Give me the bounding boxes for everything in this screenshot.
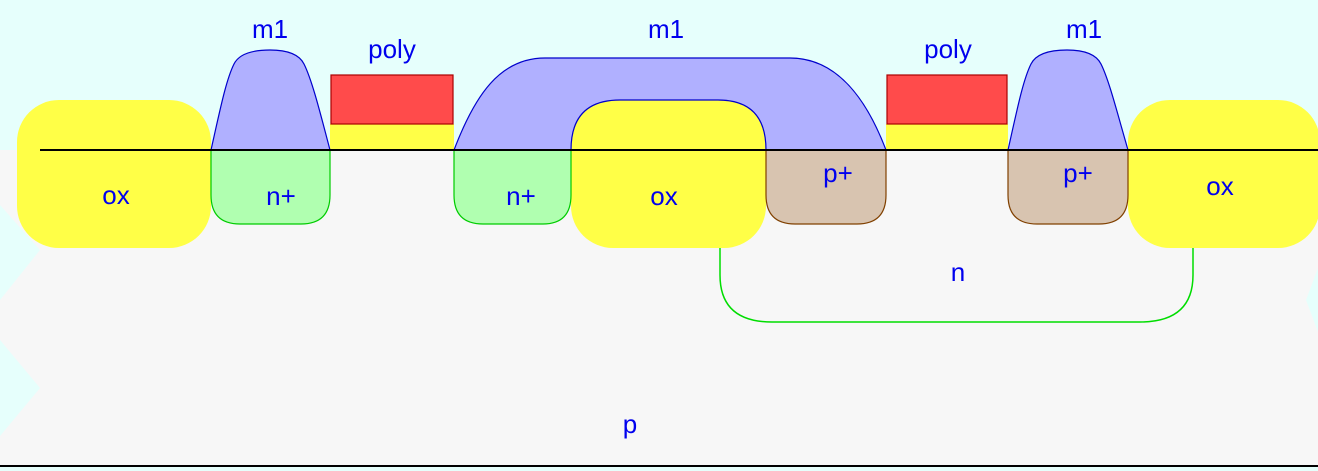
label-n-plus-left: n+ (266, 181, 296, 211)
label-m1-left: m1 (252, 14, 288, 44)
gate-oxide-right (886, 124, 1008, 150)
label-p-plus-right: p+ (1063, 158, 1093, 188)
n-plus-diffusion-left (210, 150, 331, 225)
n-well-region (719, 245, 1194, 323)
field-oxide-center (571, 100, 766, 248)
poly-gate-right (886, 74, 1008, 125)
label-m1-right: m1 (1066, 14, 1102, 44)
label-ox-center: ox (650, 181, 677, 211)
poly-gate-left (330, 74, 454, 125)
gate-oxide-left (330, 124, 454, 150)
label-n-well: n (951, 257, 965, 287)
metal1-contact-left (210, 49, 331, 151)
label-poly-right: poly (924, 34, 972, 64)
p-substrate (0, 150, 1318, 466)
n-plus-diffusion-right (453, 150, 572, 225)
label-p-plus-left: p+ (823, 158, 853, 188)
label-ox-right: ox (1206, 171, 1233, 201)
label-p-substrate: p (623, 409, 637, 439)
p-plus-diffusion-left (765, 150, 887, 225)
label-ox-left: ox (102, 180, 129, 210)
label-n-plus-right: n+ (506, 181, 536, 211)
field-oxide-right (1128, 100, 1318, 248)
metal1-interconnect-center (453, 57, 887, 151)
label-m1-center: m1 (648, 14, 684, 44)
label-poly-left: poly (368, 34, 416, 64)
p-plus-diffusion-right (1007, 150, 1129, 225)
field-oxide-left (17, 100, 211, 248)
metal1-contact-right (1007, 49, 1129, 151)
